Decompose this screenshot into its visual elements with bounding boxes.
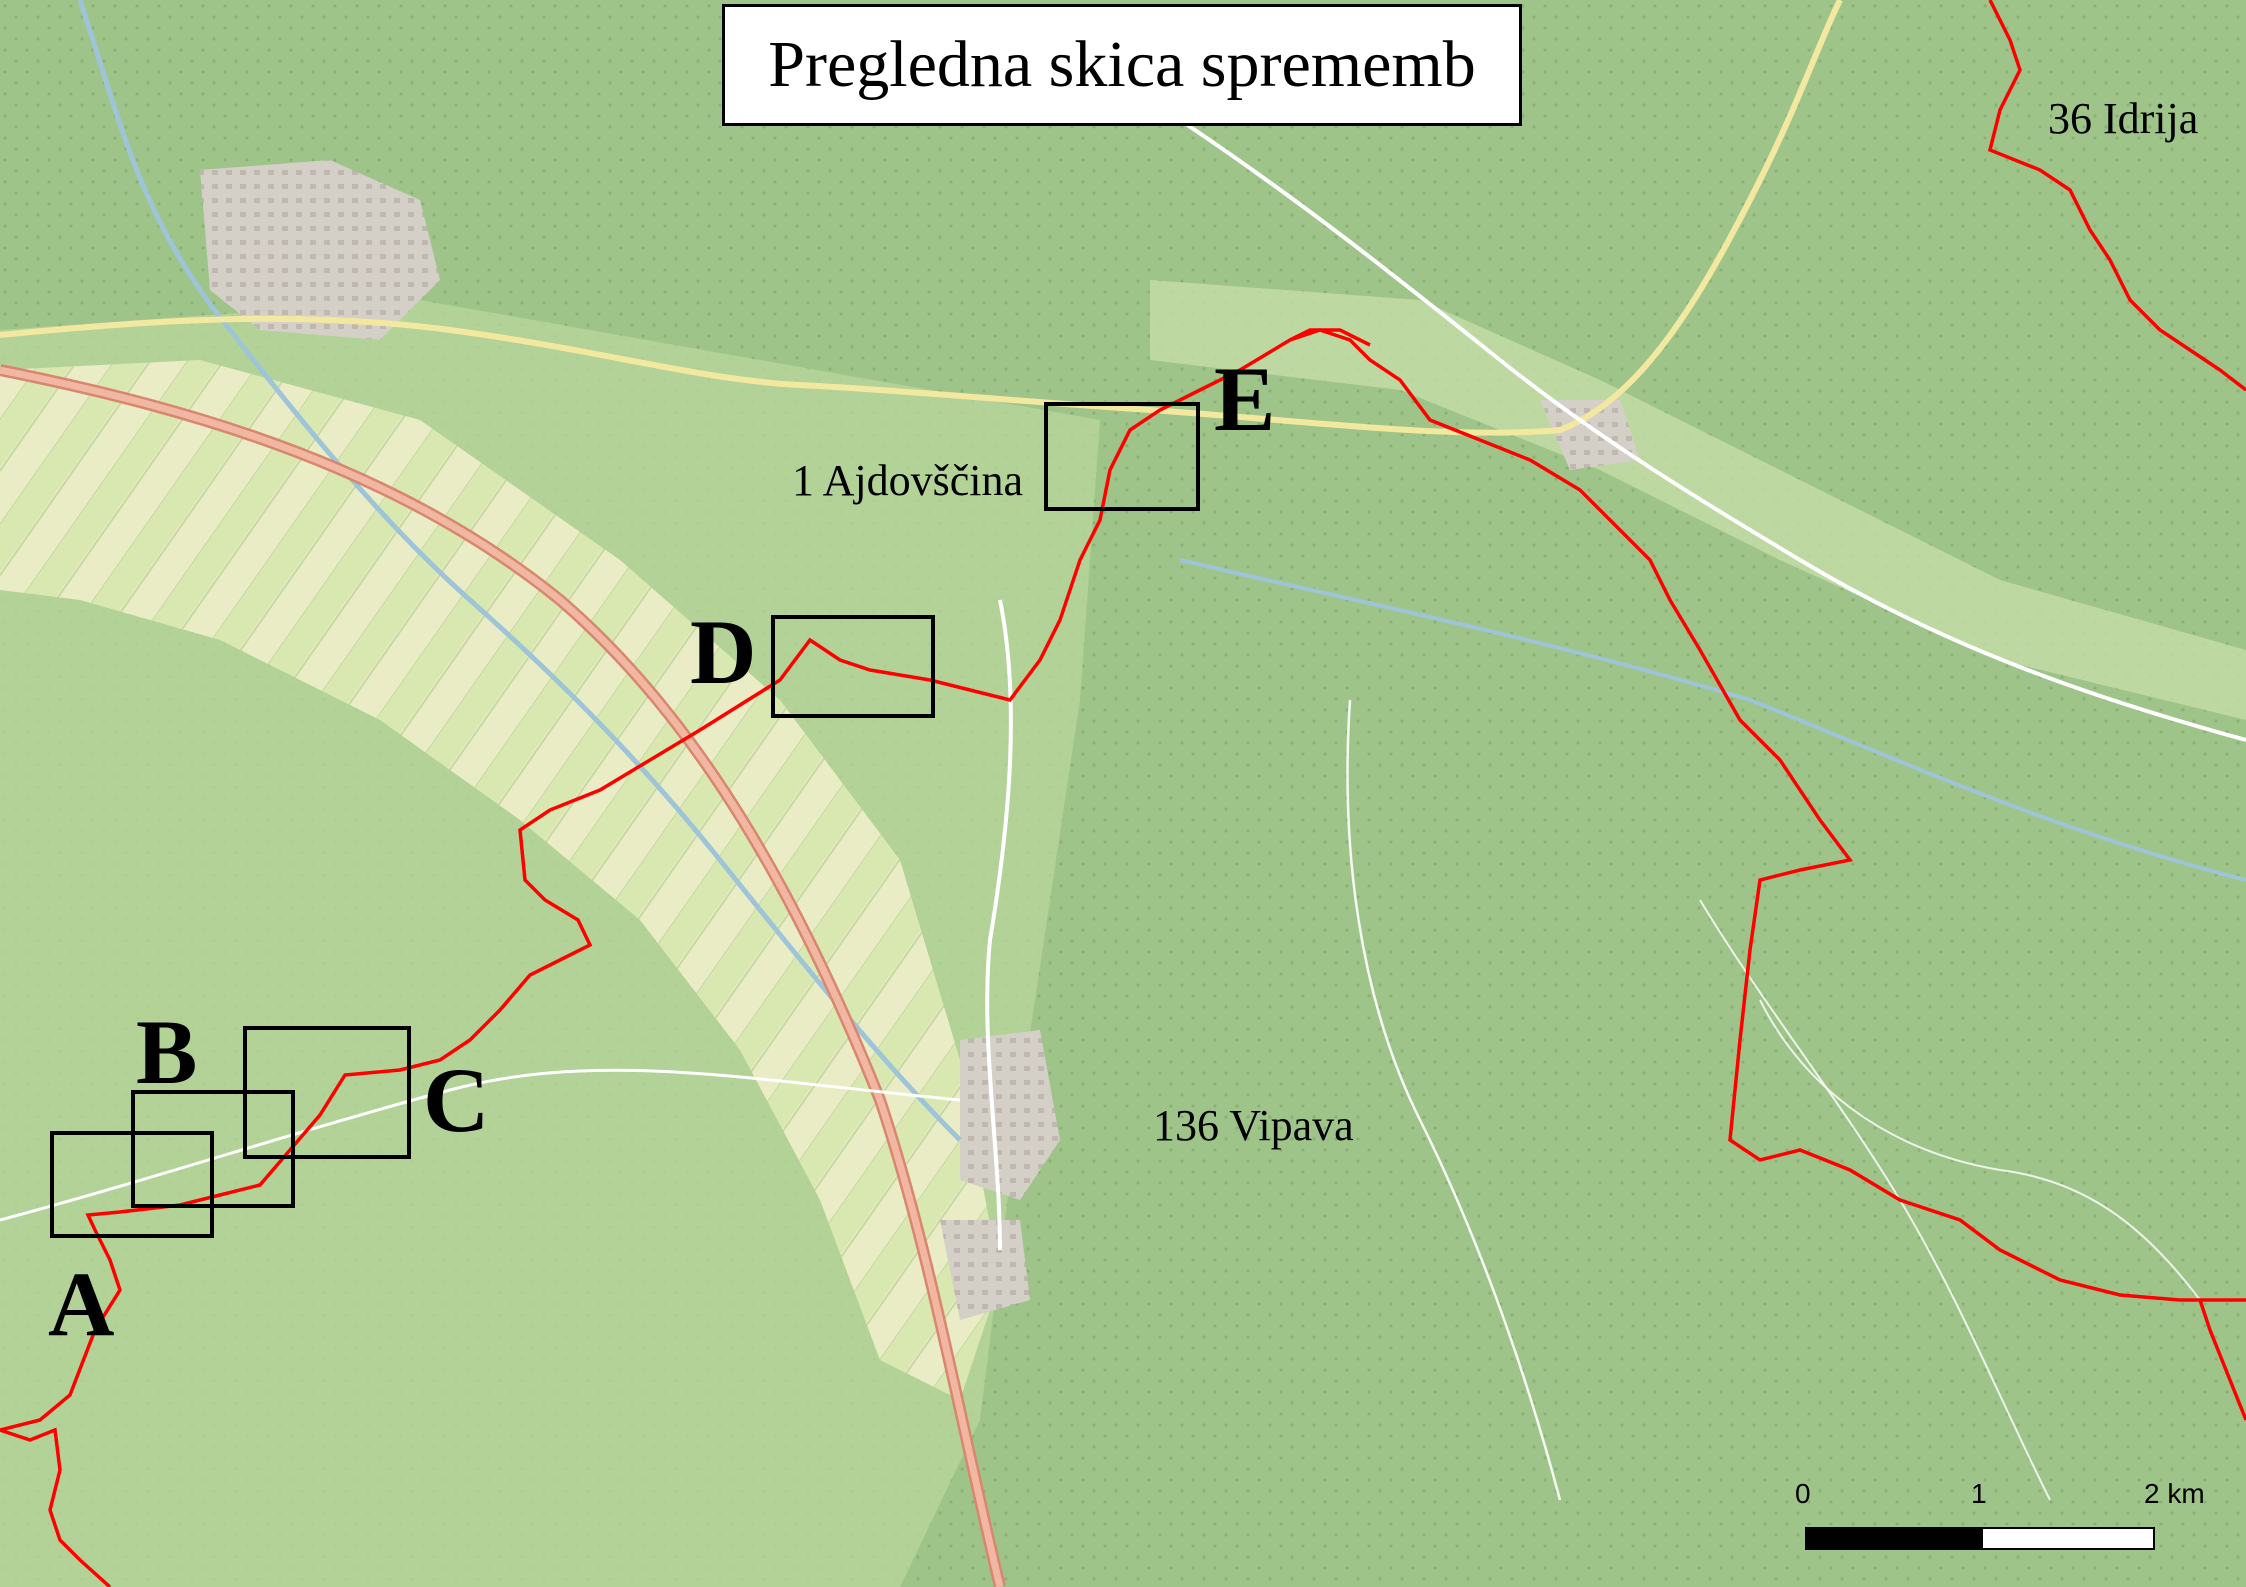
scale-tick-2km: 2 km: [2144, 1478, 2205, 1509]
scale-bar-white: [1981, 1527, 2155, 1550]
map-title: Pregledna skica sprememb: [722, 4, 1522, 126]
municipality-label-idrija: 36 Idrija: [2048, 94, 2199, 143]
scale-tick-1: 1: [1971, 1478, 1987, 1509]
scale-tick-0: 0: [1795, 1478, 1811, 1509]
road-regional: [0, 0, 1843, 436]
municipality-label-ajdovscina: 1 Ajdovščina: [792, 456, 1023, 505]
road-upper: [1178, 118, 2246, 742]
change-area-label-d: D: [690, 601, 757, 703]
change-area-label-a: A: [48, 1253, 115, 1355]
scale-bar-black: [1805, 1527, 1983, 1550]
river-vipava: [77, 0, 962, 1142]
change-area-frame-b: [131, 1090, 295, 1208]
change-area-frame-c: [243, 1026, 411, 1159]
road-southwest: [0, 1068, 961, 1222]
town-podnanos: [940, 1220, 1030, 1320]
boundary-idrija: [1987, 0, 2246, 392]
town-col: [1540, 400, 1640, 470]
forest-track: [1346, 699, 1562, 1501]
change-area-label-c: C: [423, 1049, 490, 1151]
change-area-label-e: E: [1214, 348, 1276, 450]
farmland: [0, 360, 1000, 1400]
town-ajdovscina: [200, 160, 440, 340]
municipality-label-vipava: 136 Vipava: [1153, 1101, 1354, 1150]
town-vipava: [960, 1030, 1060, 1200]
change-area-frame-e: [1044, 402, 1200, 511]
boundary-ajdovscina-vipava: [0, 328, 2246, 1432]
river-upper: [1179, 558, 2246, 882]
change-area-label-b: B: [136, 1001, 198, 1103]
change-area-frame-d: [771, 615, 935, 718]
